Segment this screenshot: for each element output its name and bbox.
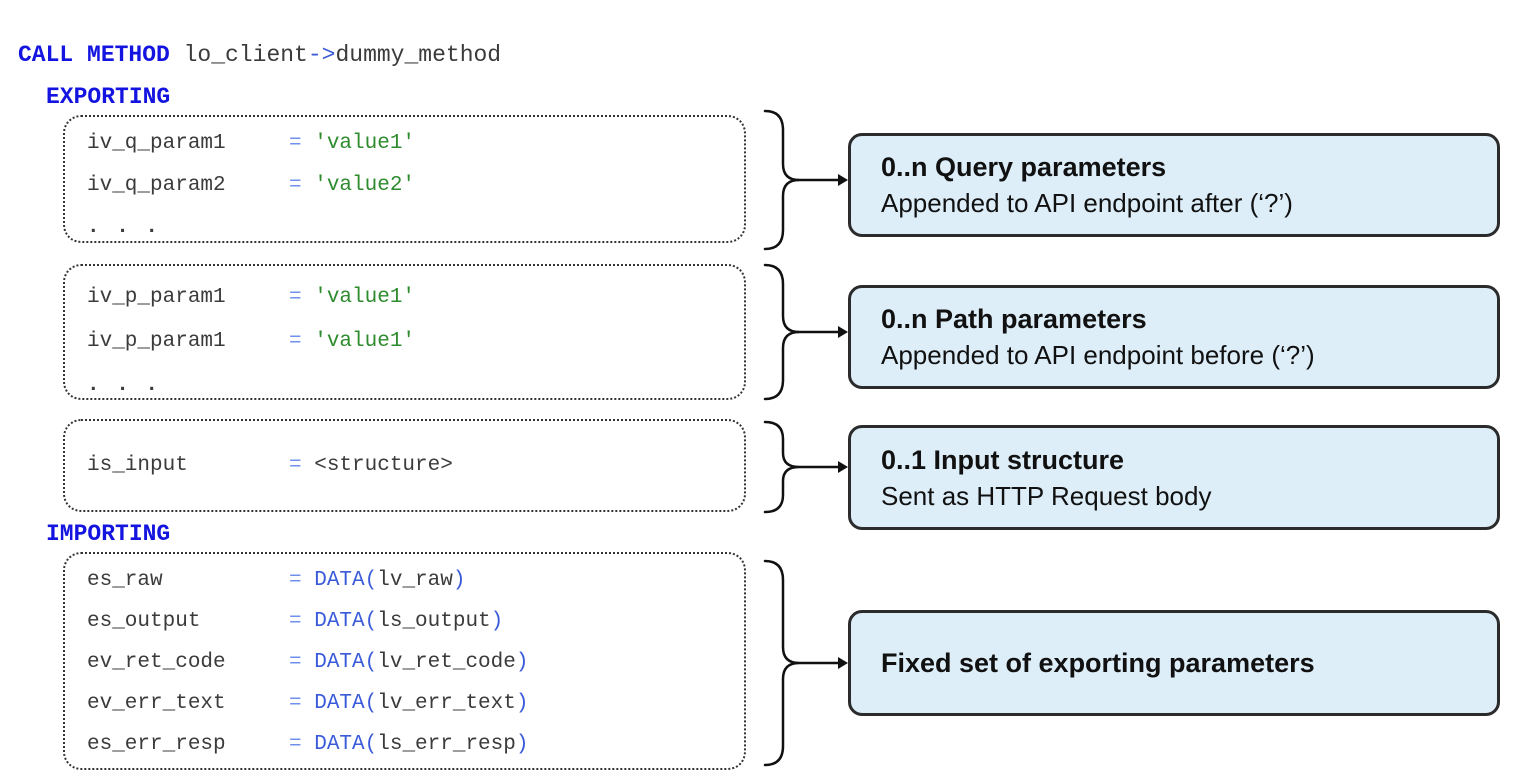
callout-title: 0..n Query parameters <box>881 152 1167 182</box>
code-token: DATA( <box>314 692 378 715</box>
callout-subtitle: Appended to API endpoint before (‘?’) <box>881 340 1315 370</box>
code-line: iv_q_param1 = 'value1' <box>87 123 744 165</box>
code-line: ev_ret_code = DATA(lv_ret_code) <box>87 642 744 683</box>
code-line: iv_p_param1 = 'value1' <box>87 320 744 364</box>
code-token: 'value1' <box>314 330 416 353</box>
code-token: ) <box>452 569 466 592</box>
code-token: DATA( <box>314 733 378 756</box>
callout-path-parameters: 0..n Path parameters Appended to API end… <box>848 285 1500 389</box>
exporting-label: EXPORTING <box>46 84 171 110</box>
param-name: ev_err_text <box>87 692 226 715</box>
code-token: lo_client <box>169 42 308 68</box>
code-box-query-parameters: iv_q_param1 = 'value1' iv_q_param2 = 'value… <box>63 115 746 243</box>
param-name: es_output <box>87 610 201 633</box>
param-name: es_raw <box>87 569 163 592</box>
code-token: lv_ret_code <box>377 651 516 674</box>
code-token: . . . <box>87 216 161 239</box>
code-token: dummy_method <box>335 42 502 68</box>
param-name: es_err_resp <box>87 733 226 756</box>
code-token: DATA( <box>314 569 378 592</box>
curly-brace-icon <box>763 263 800 401</box>
callout-title: 0..n Path parameters <box>881 304 1147 334</box>
code-line: es_err_resp = DATA(ls_err_resp) <box>87 724 744 765</box>
code-token: = <box>289 454 315 477</box>
param-name: ev_ret_code <box>87 651 226 674</box>
code-box-input-structure: is_input = <structure> <box>63 419 746 512</box>
curly-brace-icon <box>763 559 800 767</box>
callout-subtitle: Appended to API endpoint after (‘?’) <box>881 188 1293 218</box>
code-token: 'value1' <box>314 286 416 309</box>
code-line: iv_p_param1 = 'value1' <box>87 276 744 320</box>
callout-fixed-exporting-parameters: Fixed set of exporting parameters <box>848 610 1500 716</box>
code-line: . . . <box>87 207 744 249</box>
code-token: ls_output <box>377 610 491 633</box>
curly-brace-icon <box>763 109 800 251</box>
code-token: ) <box>515 733 529 756</box>
param-name: iv_q_param1 <box>87 132 226 155</box>
code-box-path-parameters: iv_p_param1 = 'value1' iv_p_param1 = 'value… <box>63 264 746 400</box>
callout-title: 0..1 Input structure <box>881 444 1125 475</box>
callout-input-structure: 0..1 Input structure Sent as HTTP Reques… <box>848 425 1500 530</box>
code-token: lv_raw <box>377 569 453 592</box>
code-token: 'value1' <box>314 132 416 155</box>
callout-title: Fixed set of exporting parameters <box>881 648 1315 678</box>
code-token: = <box>289 610 315 633</box>
code-token: = <box>289 733 315 756</box>
brace-arrow-importing <box>763 559 848 767</box>
code-token: DATA( <box>314 651 378 674</box>
code-token: = <box>289 692 315 715</box>
param-name: iv_p_param1 <box>87 330 226 353</box>
code-box-importing-parameters: es_raw= DATA(lv_raw)es_output= DATA(ls_o… <box>63 552 746 770</box>
code-token: 'value2' <box>314 174 416 197</box>
param-name: iv_p_param1 <box>87 286 226 309</box>
code-token: . . . <box>87 374 161 397</box>
code-token: CALL METHOD <box>18 42 170 68</box>
curly-brace-icon <box>763 420 800 514</box>
code-token: = <box>289 132 315 155</box>
code-token: = <box>289 174 315 197</box>
arrowhead-icon <box>838 461 848 473</box>
code-token: = <box>289 651 315 674</box>
callout-query-parameters: 0..n Query parameters Appended to API en… <box>848 133 1500 237</box>
code-token: = <box>289 569 315 592</box>
importing-label: IMPORTING <box>46 521 171 547</box>
code-token: = <box>289 330 315 353</box>
code-line: ev_err_text = DATA(lv_err_text) <box>87 683 744 724</box>
code-token: <structure> <box>314 454 453 477</box>
callout-subtitle: Sent as HTTP Request body <box>881 480 1212 511</box>
code-token: -> <box>307 42 336 68</box>
code-token: ) <box>490 610 504 633</box>
code-line: iv_q_param2 = 'value2' <box>87 165 744 207</box>
code-line: . . . <box>87 364 744 408</box>
code-token: lv_err_text <box>377 692 516 715</box>
code-token: = <box>289 286 315 309</box>
code-line: is_input = <structure> <box>87 454 744 477</box>
brace-arrow-query <box>763 109 848 251</box>
code-token: ) <box>515 651 529 674</box>
param-name: iv_q_param2 <box>87 174 226 197</box>
arrowhead-icon <box>838 174 848 186</box>
brace-arrow-input <box>763 420 848 514</box>
arrowhead-icon <box>838 326 848 338</box>
brace-arrow-path <box>763 263 848 401</box>
call-method-line: CALL METHOD lo_client->dummy_method <box>18 42 501 68</box>
param-name: is_input <box>87 454 188 477</box>
arrowhead-icon <box>838 657 848 669</box>
code-token: DATA( <box>314 610 378 633</box>
code-line: es_raw = DATA(lv_raw) <box>87 560 744 601</box>
code-token: ls_err_resp <box>377 733 516 756</box>
code-line: es_output = DATA(ls_output) <box>87 601 744 642</box>
code-token: ) <box>515 692 529 715</box>
